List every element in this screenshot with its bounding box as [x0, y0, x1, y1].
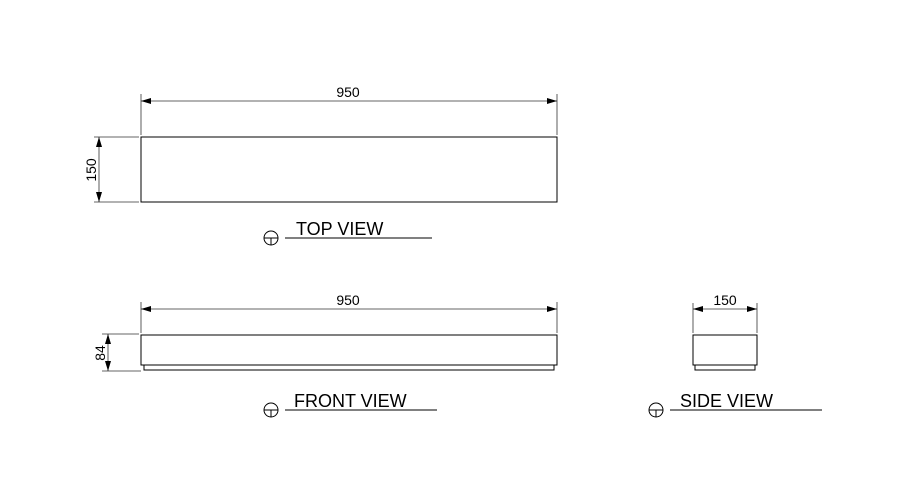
top-view-outline [140, 136, 558, 203]
top-view: 950 150 TOP VIEW [83, 84, 558, 246]
side-view-base [694, 364, 756, 371]
view-marker-icon [263, 230, 279, 246]
top-width-dimension: 150 [83, 136, 139, 203]
front-height-dimension: 84 [92, 333, 141, 372]
side-view-outline [692, 334, 758, 366]
front-view-outline [140, 334, 558, 366]
top-view-label: TOP VIEW [296, 219, 383, 239]
front-length-value: 950 [336, 292, 360, 308]
front-view-label: FRONT VIEW [294, 391, 407, 411]
top-length-dimension: 950 [140, 84, 558, 135]
view-marker-icon [648, 402, 664, 418]
front-height-value: 84 [92, 345, 108, 361]
front-length-dimension: 950 [140, 292, 558, 333]
view-marker-icon [263, 402, 279, 418]
side-width-dimension: 150 [692, 292, 758, 333]
side-view: 150 SIDE VIEW [648, 292, 822, 418]
side-view-label: SIDE VIEW [680, 391, 773, 411]
front-view-base [143, 364, 555, 371]
side-width-value: 150 [713, 292, 737, 308]
front-view: 950 84 FRONT VIEW [92, 292, 558, 418]
top-length-value: 950 [336, 84, 360, 100]
top-width-value: 150 [83, 158, 99, 182]
